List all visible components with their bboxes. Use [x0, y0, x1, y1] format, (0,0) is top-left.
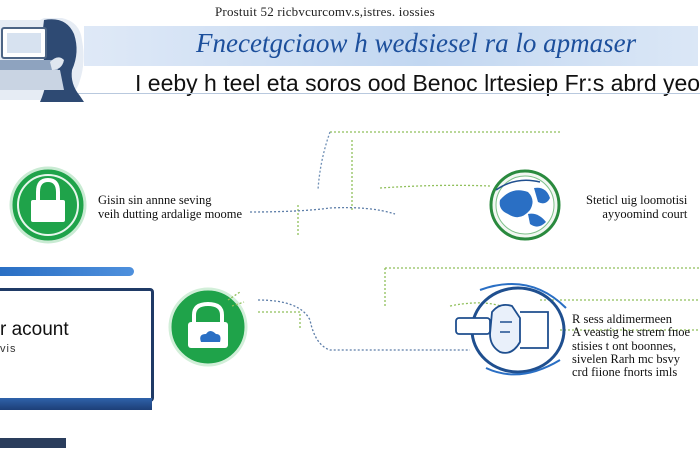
monitor-foot	[0, 438, 66, 448]
globe-node-label: Steticl uig loomotisi ayyoomind court	[586, 193, 687, 221]
title-band	[84, 26, 698, 66]
padlock-cloud-icon	[168, 287, 248, 367]
account-sublabel: vis	[0, 343, 17, 355]
label-line: A veastig he strem fnoe	[572, 325, 691, 340]
page-subtitle: I eeby h teel eta soros ood Benoc lrtesi…	[135, 70, 700, 96]
label-line: veih dutting ardalige moome	[98, 207, 243, 221]
account-label: r acount	[0, 319, 69, 340]
lock-node-label: Gisin sin annne seving veih dutting arda…	[98, 193, 242, 221]
label-line: ayyoomind court	[602, 207, 688, 221]
accent-bar	[0, 267, 134, 276]
globe-icon	[489, 169, 561, 241]
label-line: Steticl uig loomotisi	[586, 193, 688, 207]
face-scan-icon	[455, 283, 567, 376]
top-caption: Prostuit 52 ricbvcurcomv.s,istres. iossi…	[215, 4, 435, 19]
face-node-label: R sess aldimermeen A veastig he strem fn…	[572, 312, 691, 380]
label-line: Gisin sin annne seving	[98, 193, 212, 207]
account-monitor[interactable]	[0, 288, 154, 402]
page-title: Fnecetgciaow h wedsiesel ra lo apmaser	[196, 28, 637, 58]
subtitle-divider	[0, 93, 700, 94]
person-laptop-icon	[0, 18, 84, 102]
label-line: stisies t ont boonnes,	[572, 338, 677, 353]
label-line: R sess aldimermeen	[572, 312, 672, 326]
label-line: sivelen Rarh mc bsvy	[572, 351, 680, 366]
monitor-base	[0, 398, 152, 410]
label-line: crd fiione fnorts imls	[572, 365, 678, 380]
padlock-icon	[9, 166, 87, 244]
